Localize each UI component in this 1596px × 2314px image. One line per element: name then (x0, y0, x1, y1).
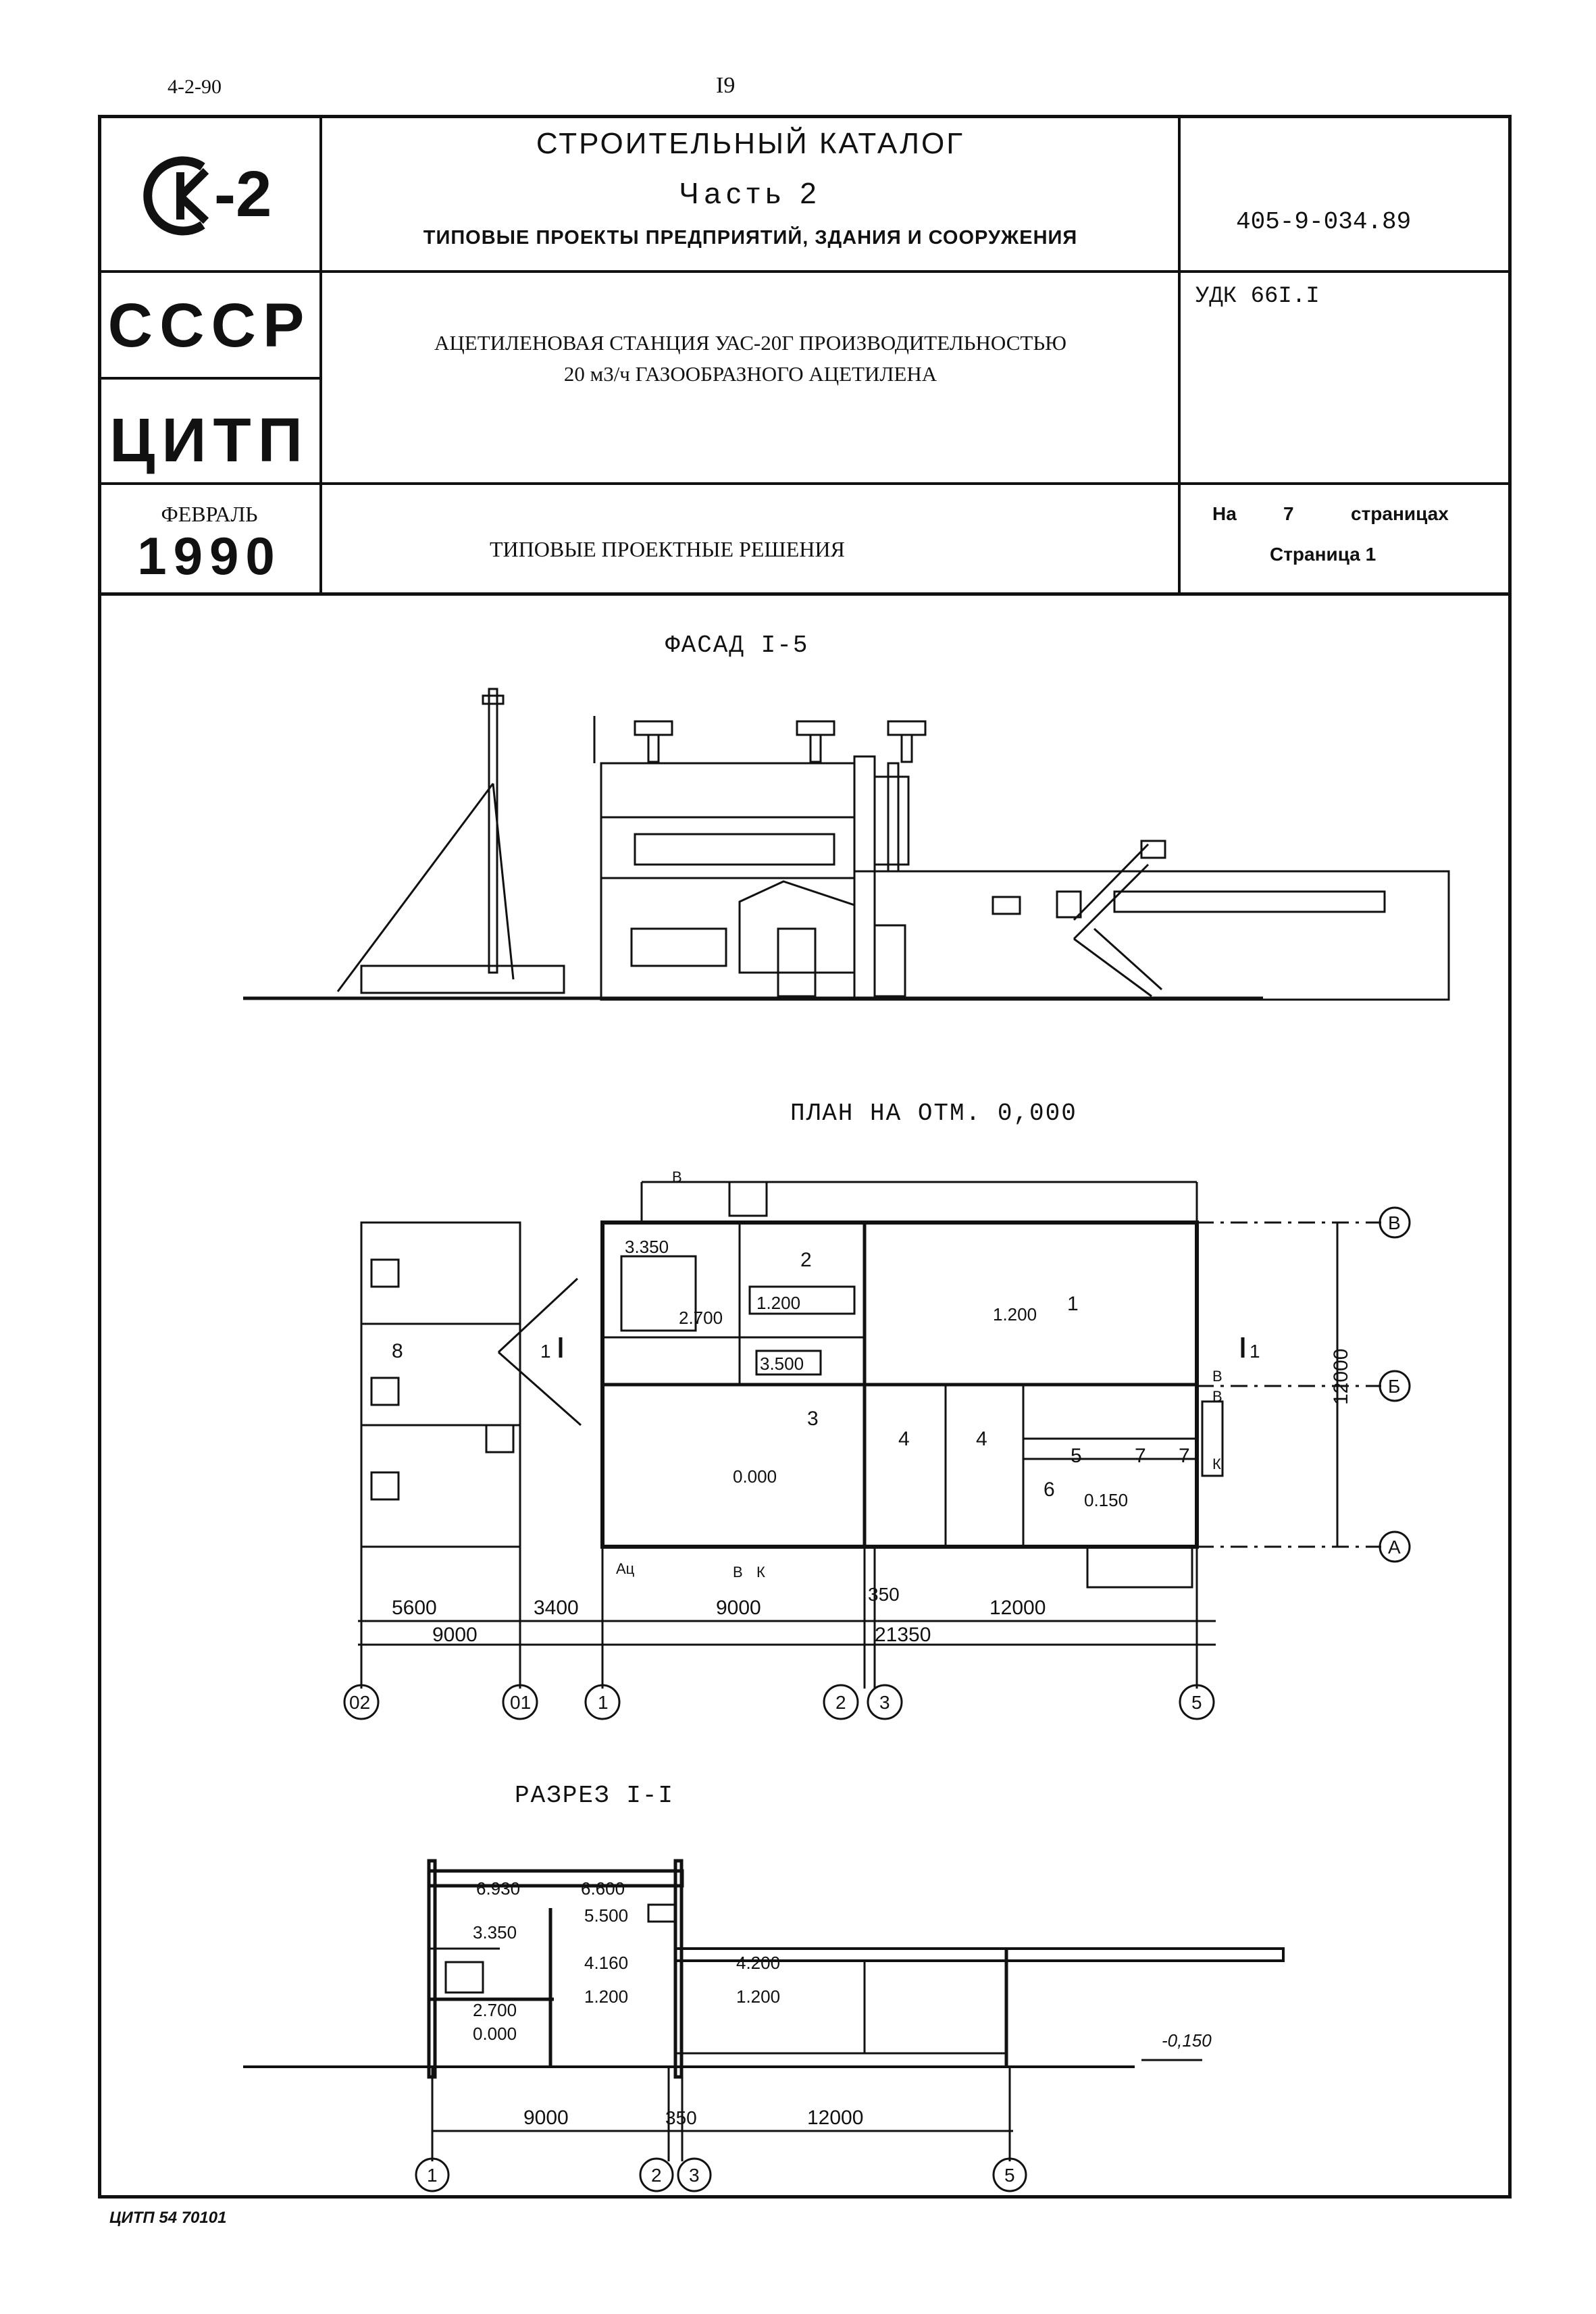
plan-level-0000: 0.000 (733, 1466, 777, 1487)
page-label: Страница 1 (1270, 544, 1376, 565)
year-label: 1990 (137, 526, 282, 586)
axis-b: Б (1388, 1376, 1400, 1397)
room-2: 2 (800, 1249, 812, 1271)
room-4a: 4 (898, 1428, 910, 1450)
catalog-section: ТИПОВЫЕ ПРОЕКТЫ ПРЕДПРИЯТИЙ, ЗДАНИЯ И СО… (423, 227, 1078, 249)
axis-3: 3 (879, 1692, 890, 1713)
page-number: I9 (716, 73, 736, 98)
dim-5600: 5600 (392, 1597, 437, 1619)
dim-9000: 9000 (716, 1597, 761, 1619)
dim-12000-right: 12000 (1330, 1349, 1352, 1405)
logo-text: -2 (214, 158, 272, 230)
plan-label-v4: В (1212, 1388, 1222, 1405)
section-level-5500: 5.500 (584, 1905, 628, 1926)
cut-mark-right: 1 (1250, 1341, 1260, 1362)
room-6: 6 (1044, 1479, 1055, 1501)
plan-label-v2: В (733, 1564, 743, 1580)
header-divider (1178, 115, 1181, 594)
section-drawing: 6.930 6.600 5.500 3.350 4.160 4.200 2.70… (243, 1859, 1285, 2192)
axis-01: 01 (510, 1692, 531, 1713)
plan-level-1200b: 1.200 (993, 1304, 1037, 1325)
section-level-m0150: -0,150 (1162, 2030, 1212, 2051)
plan-label-v3: В (1212, 1368, 1222, 1385)
axis-v: В (1388, 1212, 1401, 1233)
dim-12000: 12000 (989, 1597, 1046, 1619)
section-level-6930: 6.930 (476, 1878, 520, 1899)
header-divider (98, 270, 1512, 273)
footer-stamp: ЦИТП 54 70101 (109, 2209, 227, 2227)
pages-prefix: На (1212, 503, 1237, 524)
header-divider (98, 377, 321, 380)
plan-level-3350: 3.350 (625, 1237, 669, 1257)
ck2-logo: -2 (138, 152, 301, 240)
plan-label-ac: Ац (616, 1560, 635, 1577)
section-title: РАЗРЕЗ I-I (515, 1782, 675, 1809)
section-level-3350: 3.350 (473, 1922, 517, 1943)
plan-level-3500: 3.500 (760, 1354, 804, 1374)
section-axis-3: 3 (689, 2165, 700, 2186)
room-7a: 7 (1135, 1445, 1146, 1467)
plan-level-2700: 2.700 (679, 1308, 723, 1328)
org-label: ЦИТП (109, 406, 309, 475)
section-level-1200b: 1.200 (736, 1986, 780, 2007)
axis-a: А (1388, 1537, 1401, 1558)
project-title-line1: АЦЕТИЛЕНОВАЯ СТАНЦИЯ УАС-20Г ПРОИЗВОДИТЕ… (434, 331, 1066, 355)
section-axis-2: 2 (651, 2165, 662, 2186)
facade-drawing (243, 688, 1450, 1001)
dim-350: 350 (868, 1584, 900, 1605)
section-level-6600: 6.600 (581, 1878, 625, 1899)
udk-code: УДК 66I.I (1195, 284, 1320, 309)
facade-title: ФАСАД I-5 (665, 632, 809, 659)
plan-label-k2: К (1212, 1456, 1221, 1472)
plan-title: ПЛАН НА ОТМ. 0,000 (790, 1100, 1077, 1127)
cut-mark-left: 1 (540, 1341, 551, 1362)
section-level-4160: 4.160 (584, 1953, 628, 1973)
section-level-1200: 1.200 (584, 1986, 628, 2007)
axis-5: 5 (1191, 1692, 1202, 1713)
axis-1: 1 (598, 1692, 609, 1713)
section-dim-350: 350 (665, 2107, 697, 2128)
project-title-line2: 20 м3/ч ГАЗООБРАЗНОГО АЦЕТИЛЕНА (563, 362, 937, 386)
room-7b: 7 (1179, 1445, 1190, 1467)
room-1: 1 (1067, 1293, 1079, 1315)
section-axis-5: 5 (1004, 2165, 1015, 2186)
section-dim-12000: 12000 (807, 2107, 863, 2129)
dim-9000-total: 9000 (432, 1624, 478, 1646)
header-divider (98, 482, 1512, 485)
catalog-title: СТРОИТЕЛЬНЫЙ КАТАЛОГ (536, 127, 965, 160)
room-4b: 4 (976, 1428, 987, 1450)
room-3: 3 (807, 1408, 819, 1430)
sheet-frame (98, 115, 1512, 2199)
header-divider (319, 115, 322, 594)
section-level-2700: 2.700 (473, 2000, 517, 2020)
header-divider (98, 592, 1512, 596)
pages-suffix: страницах (1351, 503, 1449, 524)
plan-level-1200: 1.200 (756, 1293, 800, 1313)
doc-number-note: 4-2-90 (168, 76, 222, 98)
section-axis-1: 1 (427, 2165, 438, 2186)
plan-level-0150: 0.150 (1084, 1490, 1128, 1510)
catalog-part: Часть 2 (679, 177, 822, 210)
ck-logo-icon (143, 156, 209, 236)
pages-count: 7 (1283, 503, 1294, 524)
country-label: СССР (107, 291, 311, 360)
plan-label-k: К (756, 1564, 765, 1580)
solutions-label: ТИПОВЫЕ ПРОЕКТНЫЕ РЕШЕНИЯ (490, 537, 845, 561)
room-8: 8 (392, 1340, 403, 1362)
plan-label-v: В (672, 1168, 682, 1185)
document-code: 405-9-034.89 (1236, 208, 1412, 236)
section-level-4200: 4.200 (736, 1953, 780, 1973)
room-5: 5 (1071, 1445, 1082, 1467)
dim-3400: 3400 (534, 1597, 579, 1619)
section-level-0000: 0.000 (473, 2024, 517, 2044)
axis-02: 02 (349, 1692, 370, 1713)
dim-21350: 21350 (875, 1624, 931, 1646)
section-dim-9000: 9000 (523, 2107, 569, 2129)
axis-2: 2 (835, 1692, 846, 1713)
month-label: ФЕВРАЛЬ (161, 502, 258, 526)
floor-plan-drawing: 8 1 2 3 4 4 5 6 7 7 3.350 2.700 1.200 3.… (343, 1168, 1411, 1720)
